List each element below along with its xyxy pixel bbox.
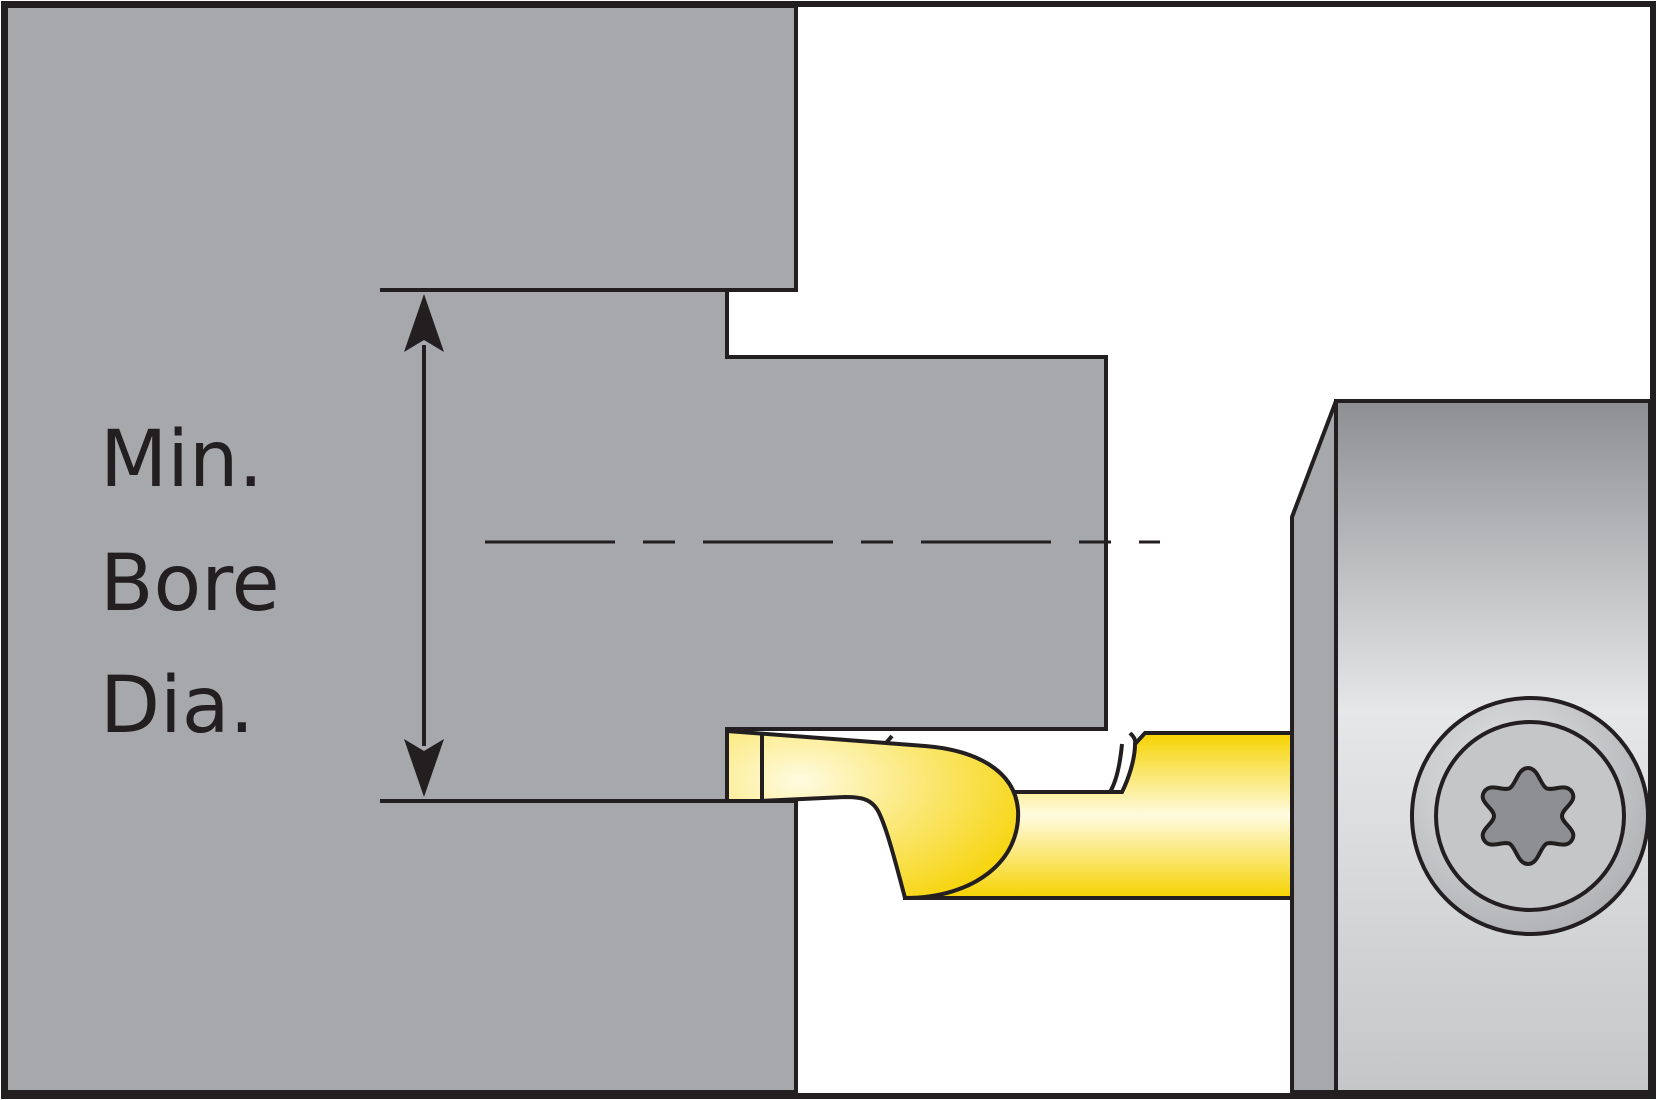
torx-star-icon [1480,765,1576,867]
grooving-insert [725,728,1294,901]
holder-bevel [1290,400,1338,1094]
min-bore-dia-label: Min. Bore Dia. [100,415,280,751]
insert-head [725,728,1021,901]
label-line-1: Min. [100,415,263,505]
label-line-2: Bore [100,539,280,629]
label-line-3: Dia. [100,661,254,751]
torx-screw-icon [1410,696,1650,936]
workpiece [4,4,1108,1094]
double-headed-arrow-icon [404,294,444,797]
